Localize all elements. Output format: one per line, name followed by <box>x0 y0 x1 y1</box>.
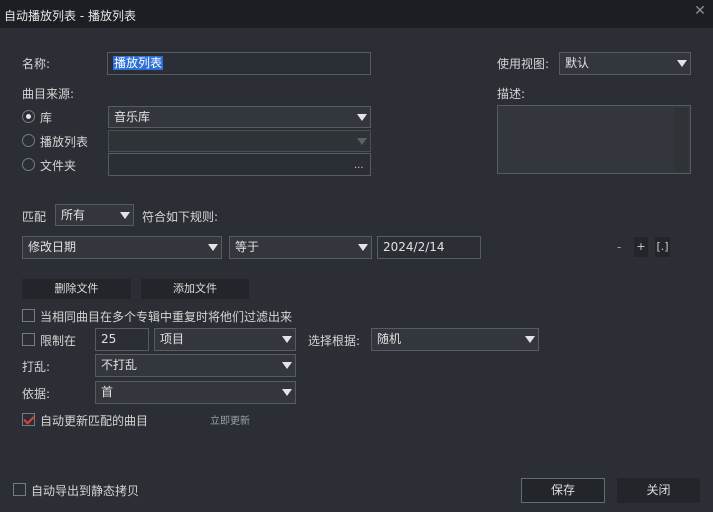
basis-select-value: 首 <box>101 385 114 399</box>
folder-input[interactable] <box>108 153 371 176</box>
filter-duplicates-checkbox[interactable] <box>22 309 35 322</box>
source-library-radio[interactable] <box>22 110 35 123</box>
source-folder-radio[interactable] <box>22 158 35 171</box>
export-static-checkbox[interactable] <box>13 483 26 496</box>
shuffle-select[interactable]: 不打乱 <box>95 354 296 377</box>
basis-select[interactable]: 首 <box>95 381 296 404</box>
chevron-down-icon <box>354 107 370 127</box>
select-by-label: 选择根据: <box>308 334 361 348</box>
limit-checkbox[interactable] <box>22 333 35 346</box>
chevron-down-icon <box>205 237 221 258</box>
chevron-down-icon <box>117 205 133 225</box>
select-by-value: 随机 <box>377 332 402 346</box>
description-textarea[interactable] <box>497 105 691 174</box>
close-icon[interactable]: ✕ <box>694 3 706 19</box>
chevron-down-icon <box>279 382 295 403</box>
filter-duplicates-label: 当相同曲目在多个专辑中重复时将他们过滤出来 <box>40 310 293 324</box>
view-select-value: 默认 <box>565 56 590 70</box>
rule-field-value: 修改日期 <box>28 240 77 254</box>
select-by-select[interactable]: 随机 <box>371 328 539 351</box>
remove-rule-button[interactable]: - <box>617 240 622 254</box>
close-button[interactable]: 关闭 <box>617 478 700 503</box>
title-bar: 自动播放列表 - 播放列表 ✕ <box>0 0 713 28</box>
shuffle-select-value: 不打乱 <box>101 358 138 372</box>
source-library-label: 库 <box>40 111 53 125</box>
chevron-down-icon <box>522 329 538 350</box>
auto-update-checkbox[interactable] <box>22 413 35 426</box>
source-playlist-label: 播放列表 <box>40 135 89 149</box>
rule-field-select[interactable]: 修改日期 <box>22 236 222 259</box>
basis-label: 依据: <box>22 387 51 401</box>
export-static-label: 自动导出到静态拷贝 <box>31 484 140 498</box>
view-select[interactable]: 默认 <box>559 52 691 75</box>
rule-value-text: 2024/2/14 <box>383 240 445 254</box>
window-title: 自动播放列表 - 播放列表 <box>4 9 136 23</box>
chevron-down-icon <box>674 53 690 74</box>
library-select-value: 音乐库 <box>114 110 151 124</box>
source-label: 曲目来源: <box>22 87 75 101</box>
match-select-value: 所有 <box>61 208 86 222</box>
chevron-down-icon <box>355 237 371 258</box>
playlist-select[interactable] <box>108 130 371 152</box>
add-files-button[interactable]: 添加文件 <box>141 279 249 299</box>
delete-files-button[interactable]: 删除文件 <box>22 279 131 299</box>
match-suffix: 符合如下规则: <box>142 210 219 224</box>
group-rule-button[interactable]: [.] <box>655 237 670 257</box>
auto-update-label: 自动更新匹配的曲目 <box>40 414 149 428</box>
view-label: 使用视图: <box>497 57 550 71</box>
browse-icon[interactable]: ... <box>354 160 364 171</box>
source-folder-label: 文件夹 <box>40 159 77 173</box>
rule-operator-value: 等于 <box>235 240 260 254</box>
match-label: 匹配 <box>22 210 47 224</box>
shuffle-label: 打乱: <box>22 360 51 374</box>
name-input[interactable]: 播放列表 <box>107 52 371 75</box>
limit-unit-value: 项目 <box>160 332 185 346</box>
rule-operator-select[interactable]: 等于 <box>229 236 372 259</box>
limit-label: 限制在 <box>40 334 77 348</box>
match-select[interactable]: 所有 <box>55 204 134 226</box>
limit-count-value: 25 <box>101 332 117 346</box>
chevron-down-icon <box>354 131 370 151</box>
library-select[interactable]: 音乐库 <box>108 106 371 128</box>
rule-value-input[interactable]: 2024/2/14 <box>377 236 481 259</box>
chevron-down-icon <box>279 329 295 350</box>
add-rule-button[interactable]: + <box>634 237 648 257</box>
limit-unit-select[interactable]: 项目 <box>154 328 296 351</box>
description-scrollbar[interactable] <box>674 108 688 171</box>
description-label: 描述: <box>497 87 526 101</box>
save-button[interactable]: 保存 <box>521 478 605 503</box>
limit-count-input[interactable]: 25 <box>95 328 149 351</box>
source-playlist-radio[interactable] <box>22 134 35 147</box>
update-now-link[interactable]: 立即更新 <box>210 416 250 427</box>
name-input-value: 播放列表 <box>113 56 164 70</box>
chevron-down-icon <box>279 355 295 376</box>
name-label: 名称: <box>22 57 51 71</box>
